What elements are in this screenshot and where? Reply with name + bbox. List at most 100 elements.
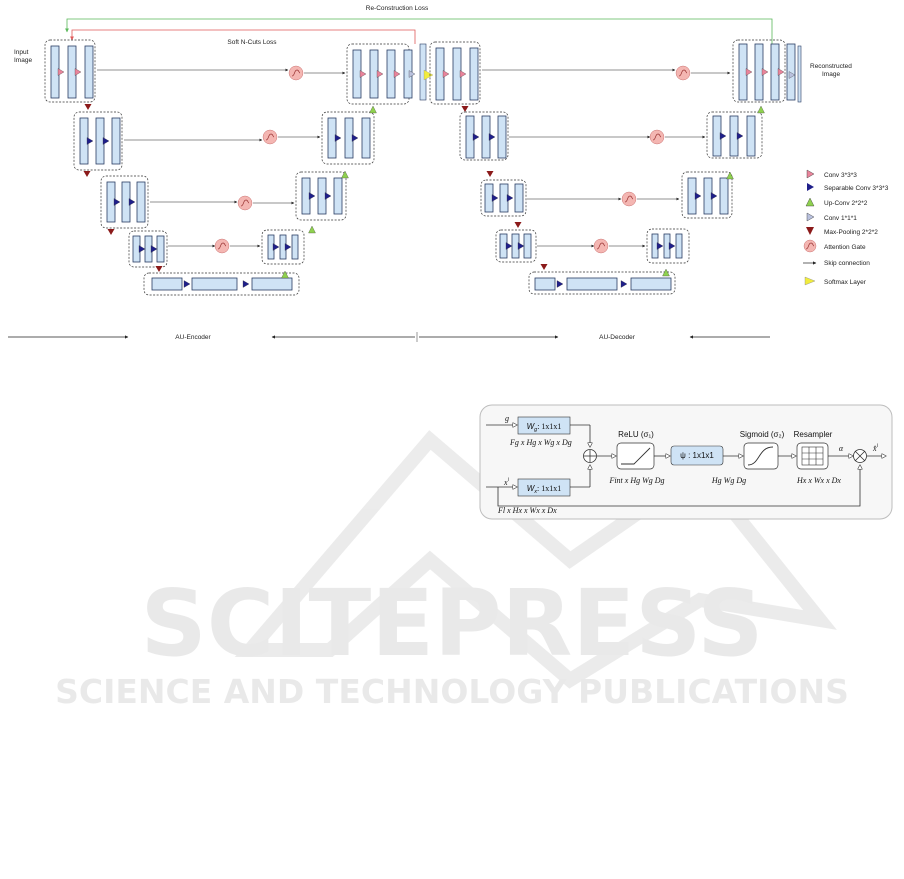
feature-map [523,233,532,259]
feature-map [95,117,105,165]
attention-gate-icon [649,129,665,145]
feature-map [111,117,121,165]
loss-paths: Re-Construction Loss Soft N-Cuts Loss [65,5,773,46]
separable-conv-icon [491,194,499,202]
feature-map [465,115,475,159]
alpha-label: α [839,444,844,453]
feature-map [361,117,371,159]
feature-map [675,233,683,259]
legend-label-skip: Skip connection [824,260,870,267]
input-image-label-2: Image [14,57,32,64]
wg-block [517,416,571,435]
conv-3x3x3-icon [777,68,785,76]
conv-3x3x3-icon [359,70,367,78]
conv-3x3x3-icon [806,169,815,179]
up-conv-icon [805,197,815,207]
level2-encoder-box [73,111,123,171]
level1-decoder-box-right [732,39,786,103]
feature-map [754,43,764,101]
attention-gate-icon [214,238,230,254]
soft-ncuts-loss-label: Soft N-Cuts Loss [227,39,277,46]
up-conv-icon [369,105,377,114]
bottom-axis: AU-Encoder AU-Decoder [8,332,770,342]
feature-map [499,183,509,213]
legend-label-separable-conv: Separable Conv 3*3*3 [824,185,889,192]
attention-gate-curve [265,133,275,141]
feature-map [566,277,618,291]
feature-map [191,277,238,291]
separable-conv-icon [807,183,814,191]
resampler-label: Resampler [794,430,833,439]
separable-conv-icon [736,132,744,140]
decoder-label: AU-Decoder [599,334,636,341]
gate-x-dims: Fl x Hx x Wx x Dx [497,506,557,515]
legend-label-conv: Conv 3*3*3 [824,172,857,179]
level3-decoder-box [295,171,347,221]
feature-map [514,183,524,213]
attention-gate-curve [596,242,606,250]
legend-label-conv-1x1: Conv 1*1*1 [824,215,857,222]
feature-map [317,177,327,215]
level2-encoder-box-right [459,111,509,161]
level2-decoder-box-right [706,111,763,159]
gate-x-label: xl [503,478,510,487]
feature-map [333,177,343,215]
bottleneck-box-right [528,271,676,295]
max-pooling-icon [540,264,548,270]
max-pooling-icon [84,104,92,110]
psi-dims: Hg Wg Dg [711,476,746,485]
reconstructed-image-label-1: Reconstructed [810,63,852,70]
feature-map [712,115,722,157]
legend-label-max-pooling: Max-Pooling 2*2*2 [824,229,878,236]
up-conv-icon [308,225,316,234]
attention-gate-curve [240,199,250,207]
feature-map [136,181,146,223]
up-conv-icon [726,171,734,180]
level3-encoder-box [100,175,149,229]
max-pooling-icon [83,171,91,177]
up-conv-icon [281,270,289,279]
attention-gate-icon [593,238,609,254]
max-pooling-icon [461,106,469,112]
separable-conv-icon [308,192,316,200]
reconstructed-output-map [797,45,802,103]
conv-3x3x3-icon [442,70,450,78]
attention-gate-curve [217,242,227,250]
separable-conv-icon [242,280,250,288]
conv-3x3x3-icon [761,68,769,76]
separable-conv-icon [710,192,718,200]
attention-gate-icon [803,239,817,253]
feature-map [435,47,445,101]
conv-1x1x1-icon [408,70,416,78]
feature-map [291,234,299,260]
attention-gate-icon [675,65,691,81]
separable-conv-icon [272,243,280,251]
max-pooling-icon [107,229,115,235]
reconstruction-loss-line [65,18,773,44]
level3-encoder-box-right [480,179,527,217]
wx-block [517,478,571,497]
feature-map [719,177,729,215]
up-conv-icon [757,105,765,114]
separable-conv-icon [138,245,146,253]
feature-map [151,277,183,291]
feature-map [50,45,60,99]
watermark: SCITEPRESS SCIENCE AND TECHNOLOGY PUBLIC… [55,430,849,711]
level1-encoder-box [44,39,96,103]
max-pooling-icon [514,222,522,228]
separable-conv-icon [719,132,727,140]
separable-conv-icon [620,280,628,288]
feature-map [469,47,479,101]
conv-1x1x1-icon [806,212,815,222]
conv-3x3x3-icon [57,68,65,76]
conv-3x3x3-icon [745,68,753,76]
legend: Conv 3*3*3 Separable Conv 3*3*3 Up-Conv … [803,169,889,286]
conv-3x3x3-icon [74,68,82,76]
attention-gate-curve [652,133,662,141]
svg-text:ψ : 1x1x1: ψ : 1x1x1 [680,451,714,460]
attention-gate-icon [262,129,278,145]
network-blocks [44,39,802,296]
feature-map [484,183,494,213]
resampler-dims: Hx x Wx x Dx [796,476,841,485]
feature-map [67,45,77,99]
